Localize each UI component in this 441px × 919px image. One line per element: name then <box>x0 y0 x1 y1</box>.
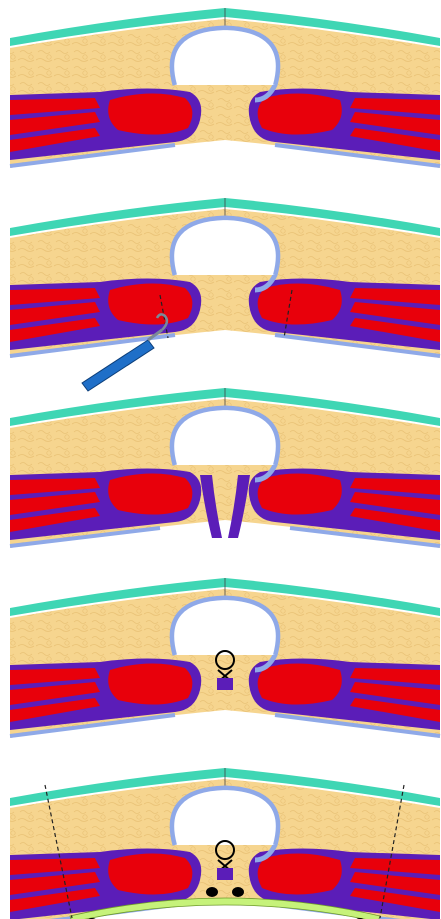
marker-dot <box>232 887 244 897</box>
panel-3 <box>10 388 440 548</box>
panel-2 <box>10 198 440 391</box>
panel-4 <box>10 578 440 738</box>
panel-5 <box>10 768 440 919</box>
panel-1 <box>10 8 440 168</box>
marker-dot <box>206 887 218 897</box>
